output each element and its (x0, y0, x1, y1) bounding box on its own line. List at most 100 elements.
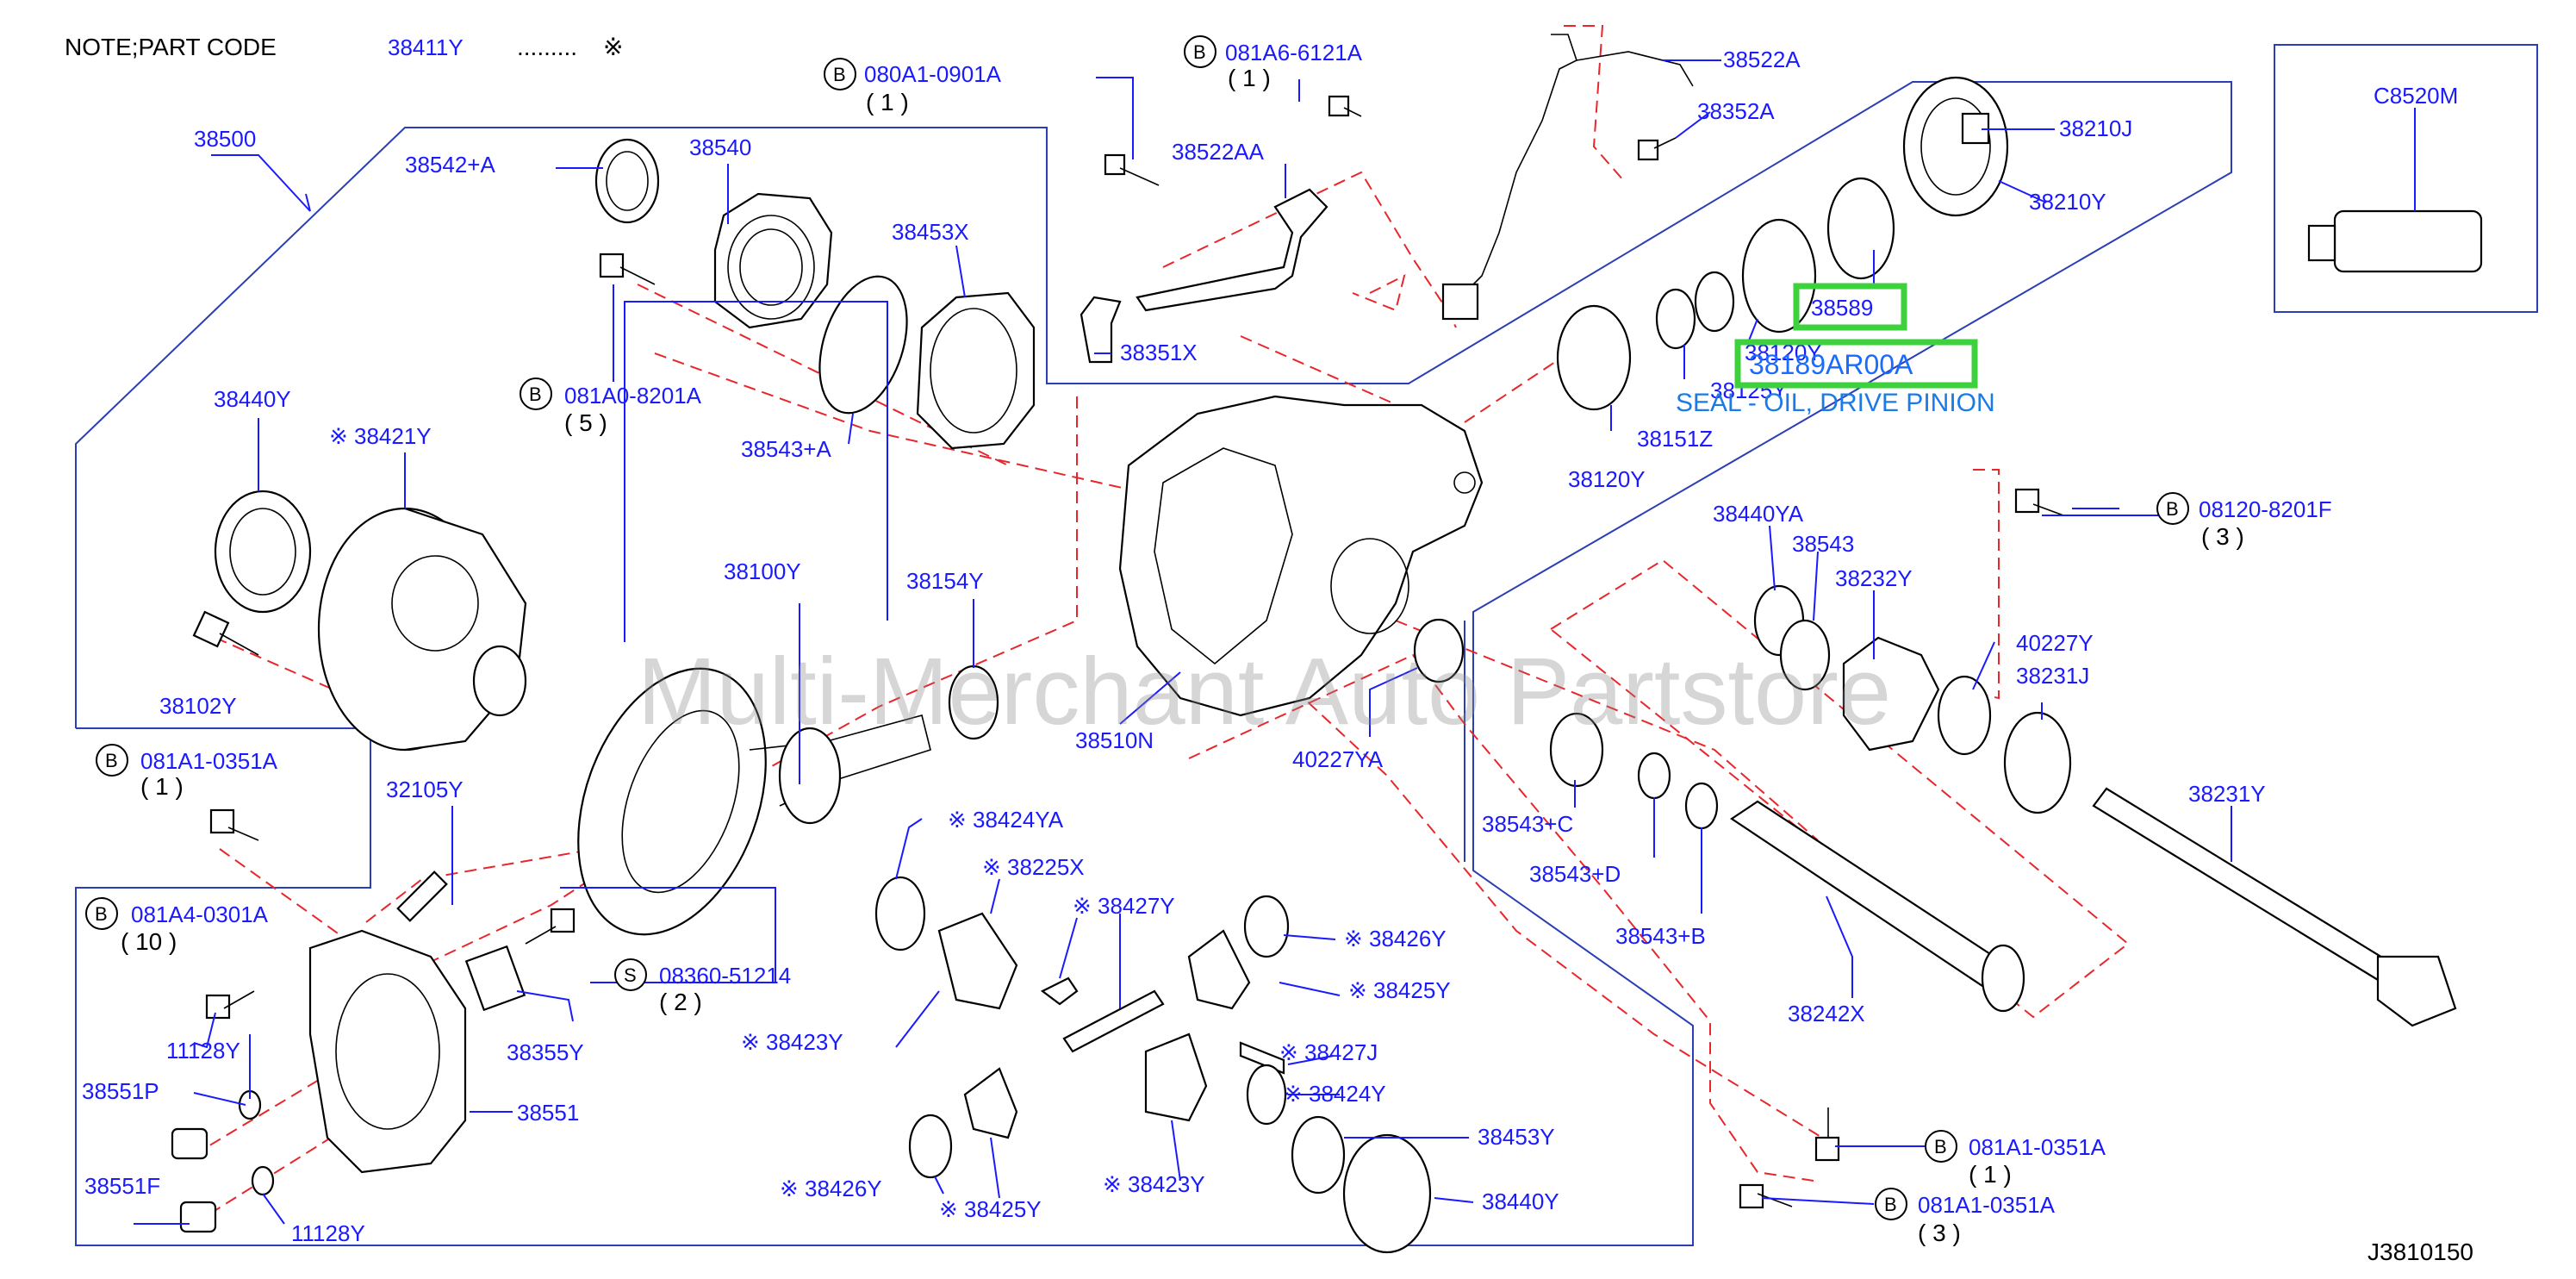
label-38551p[interactable]: 38551P (82, 1078, 159, 1104)
svg-text:B: B (2166, 498, 2179, 520)
bolt-callout-b7[interactable]: B 081A1-0351A ( 1 ) (1925, 1130, 2106, 1188)
label-38225x[interactable]: ※ 38225X (982, 854, 1085, 880)
label-38423y-a[interactable]: ※ 38423Y (741, 1029, 843, 1055)
label-38427j[interactable]: ※ 38427J (1279, 1039, 1378, 1065)
label-38426y-r[interactable]: ※ 38426Y (1344, 926, 1447, 951)
part-housing-38510n (1118, 395, 1484, 717)
part-ring-gear-38100y (577, 667, 931, 936)
bolt-qty: ( 1 ) (1969, 1161, 2012, 1188)
label-38425y-b[interactable]: ※ 38425Y (939, 1196, 1042, 1222)
label-38427y[interactable]: ※ 38427Y (1073, 893, 1175, 919)
label-38543a[interactable]: 38543+A (741, 436, 831, 462)
part-bearing-38440y (214, 490, 312, 614)
highlight-description: SEAL - OIL, DRIVE PINION (1676, 389, 1995, 417)
label-38120y[interactable]: 38120Y (1568, 466, 1646, 492)
svg-text:B: B (529, 384, 542, 405)
highlight-code[interactable]: 38589 (1811, 295, 1873, 321)
bolt-code: 081A0-8201A (564, 383, 702, 409)
bolt-callout-b3[interactable]: B 081A0-8201A ( 5 ) (520, 377, 702, 436)
label-38542a[interactable]: 38542+A (405, 152, 495, 178)
watermark: Multi-Merchant Auto Partstore (638, 639, 1891, 745)
bolt-callout-s1[interactable]: S 08360-51214 ( 2 ) (614, 958, 791, 1015)
bolt-qty: ( 5 ) (564, 409, 607, 436)
label-38231y[interactable]: 38231Y (2188, 781, 2266, 807)
bolt-code: 08120-8201F (2199, 496, 2332, 522)
bolt-callout-b4[interactable]: B 08120-8201F ( 3 ) (2156, 492, 2332, 550)
note-mark: ※ (603, 34, 623, 60)
bolt-qty: ( 1 ) (866, 89, 909, 115)
label-38453y[interactable]: 38453Y (1478, 1124, 1555, 1150)
part-labels: 38500 38542+A 38540 38453X 38543+A 38440… (82, 47, 2458, 1246)
label-38500[interactable]: 38500 (194, 126, 256, 152)
label-38351x[interactable]: 38351X (1120, 340, 1198, 365)
note-prefix: NOTE;PART CODE (65, 34, 277, 60)
highlight-box-part (1734, 339, 1978, 389)
highlight-box-code (1793, 283, 1907, 331)
label-38210y[interactable]: 38210Y (2029, 189, 2106, 215)
label-c8520m[interactable]: C8520M (2374, 83, 2458, 109)
label-38543c[interactable]: 38543+C (1482, 811, 1573, 837)
label-40227y[interactable]: 40227Y (2016, 630, 2094, 656)
bolt-callout-b6[interactable]: B 081A4-0301A ( 10 ) (85, 897, 269, 955)
label-38423y-b[interactable]: ※ 38423Y (1103, 1171, 1205, 1197)
bolt-qty: ( 10 ) (121, 928, 177, 955)
highlight-part-number[interactable]: 38189AR00A (1749, 349, 1913, 380)
label-38453x[interactable]: 38453X (892, 219, 969, 245)
part-plate-38355y (464, 945, 526, 1012)
label-38154y[interactable]: 38154Y (906, 568, 984, 594)
label-11128y-a[interactable]: 11128Y (166, 1038, 240, 1064)
label-38210j[interactable]: 38210J (2059, 115, 2132, 141)
label-38424y[interactable]: ※ 38424Y (1284, 1081, 1386, 1107)
part-gasket-38453x (916, 291, 1036, 450)
bolt-callout-b1[interactable]: B 080A1-0901A ( 1 ) (824, 58, 1002, 115)
highlighted-part[interactable]: 38589 38189AR00A SEAL - OIL, DRIVE PINIO… (1676, 283, 1995, 417)
leader-lines (134, 59, 2416, 1225)
part-pinion-stack (1556, 76, 2009, 411)
label-38231j[interactable]: 38231J (2016, 663, 2089, 689)
bolt-qty: ( 1 ) (1228, 65, 1271, 91)
label-38424ya[interactable]: ※ 38424YA (948, 807, 1064, 833)
part-seal-40227ya (1413, 618, 1465, 683)
label-40227ya[interactable]: 40227YA (1292, 746, 1384, 772)
bolt-code: 080A1-0901A (864, 61, 1002, 87)
label-38355y[interactable]: 38355Y (507, 1039, 584, 1065)
label-38522a[interactable]: 38522A (1723, 47, 1801, 72)
note-code: 38411Y (388, 34, 464, 60)
label-38440y-bot[interactable]: 38440Y (1482, 1189, 1559, 1214)
svg-text:B: B (833, 64, 846, 85)
label-38510n[interactable]: 38510N (1075, 727, 1154, 753)
label-38421y[interactable]: ※ 38421Y (329, 423, 432, 449)
label-38551[interactable]: 38551 (517, 1100, 579, 1126)
diagram-id: J3810150 (2368, 1238, 2473, 1265)
label-11128y-b[interactable]: 11128Y (291, 1220, 365, 1246)
part-sealant-tube (2307, 209, 2483, 273)
label-38522aa[interactable]: 38522AA (1172, 139, 1265, 165)
label-38425y-r[interactable]: ※ 38425Y (1348, 977, 1451, 1003)
label-38352a[interactable]: 38352A (1697, 98, 1775, 124)
label-38543d[interactable]: 38543+D (1529, 861, 1621, 887)
svg-text:B: B (1884, 1194, 1897, 1215)
label-38540[interactable]: 38540 (689, 134, 751, 160)
label-38551f[interactable]: 38551F (84, 1173, 160, 1199)
label-38242x[interactable]: 38242X (1788, 1001, 1865, 1026)
label-38151z[interactable]: 38151Z (1637, 426, 1713, 452)
label-32105y[interactable]: 32105Y (386, 777, 464, 802)
bolt-callout-b8[interactable]: B 081A1-0351A ( 3 ) (1875, 1188, 2056, 1246)
label-38102y[interactable]: 38102Y (159, 693, 237, 719)
bolt-callout-b5[interactable]: B 081A1-0351A ( 1 ) (96, 744, 278, 800)
part-plugs (171, 1089, 275, 1233)
svg-text:B: B (1934, 1136, 1947, 1157)
label-38125y[interactable]: 38125Y (1710, 377, 1788, 403)
bolt-qty: ( 3 ) (2201, 523, 2244, 550)
part-retainer-38540 (713, 192, 833, 329)
label-38543[interactable]: 38543 (1792, 531, 1854, 557)
bolt-callout-b2[interactable]: B 081A6-6121A ( 1 ) (1184, 35, 1363, 91)
label-38232y[interactable]: 38232Y (1835, 565, 1913, 591)
label-38440y-top[interactable]: 38440Y (214, 386, 291, 412)
bolt-code: 081A1-0351A (140, 748, 278, 774)
label-38426y-b[interactable]: ※ 38426Y (780, 1176, 882, 1201)
label-38440ya[interactable]: 38440YA (1713, 501, 1804, 527)
bolt-code: 08360-51214 (659, 963, 791, 989)
label-38100y[interactable]: 38100Y (724, 558, 801, 584)
label-38543b[interactable]: 38543+B (1615, 923, 1706, 949)
